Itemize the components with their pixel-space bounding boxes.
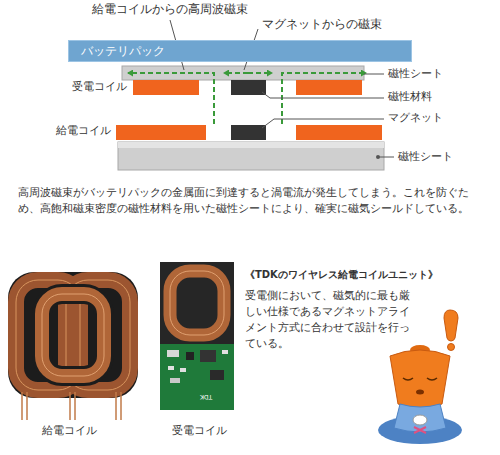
magnet [231, 125, 266, 140]
part-label: 磁性材料 [388, 90, 432, 104]
coil-wire [170, 271, 224, 335]
leader-line [364, 74, 384, 75]
bandage [414, 427, 426, 433]
part-label: 給電コイル [56, 124, 111, 138]
leader-line [378, 157, 394, 158]
component [170, 378, 180, 383]
flux-line [128, 73, 214, 124]
component [222, 350, 228, 354]
description-text: 受電側において、磁気的に最も厳しい仕様であるマグネットアライメント方式に合わせて… [245, 287, 415, 351]
mouth [416, 390, 424, 395]
magnetic-sheet [118, 142, 384, 170]
feeding-coil-right [296, 125, 382, 140]
component [180, 368, 186, 372]
battery-pack-bar: バッテリパック [68, 40, 412, 62]
flux-label: 給電コイルからの高周波磁束 [92, 2, 248, 18]
coil-leads [22, 392, 121, 420]
circuit-board [160, 344, 234, 410]
component [186, 352, 194, 360]
legs [378, 416, 462, 444]
coil-gap [42, 294, 104, 376]
photo-caption: 受電コイル [172, 424, 227, 438]
part-label: 磁性シート [398, 150, 453, 164]
photo-caption: 給電コイル [42, 424, 97, 438]
leader-line [262, 92, 384, 98]
coil-winding [42, 294, 104, 376]
receiving-coil-right [296, 80, 362, 95]
exclamation-mark [444, 310, 458, 341]
coil-winding [170, 271, 224, 335]
part-label: 磁性シート [388, 67, 443, 81]
eye [403, 378, 413, 380]
section-heading: 《TDKのワイヤレス給電コイルユニット》 [245, 268, 438, 281]
feeding-coil-photo [8, 272, 138, 420]
coil-base [8, 272, 138, 398]
board-marking: TDK [200, 393, 212, 401]
flux-label: マグネットからの磁束 [262, 17, 382, 33]
hands [413, 415, 427, 425]
leader-dot [376, 155, 380, 159]
component [210, 370, 224, 380]
component [168, 366, 174, 370]
leader-line [262, 119, 384, 128]
lead [74, 392, 76, 420]
node-text: バッテリパック [81, 43, 165, 60]
coil-wire [42, 294, 104, 376]
lead [120, 392, 122, 420]
magnetic-material [231, 80, 266, 95]
part-label: マグネット [388, 111, 443, 125]
eye [427, 378, 437, 380]
lead [69, 392, 71, 420]
part-label: 受電コイル [72, 80, 127, 94]
caption-text: 高周波磁束がバッテリパックの金属面に到達すると渦電流が発生してしまう。これを防ぐ… [18, 184, 486, 216]
flux-line [224, 72, 248, 74]
robe [394, 404, 446, 432]
exclamation-dot [448, 344, 455, 351]
component [167, 350, 179, 357]
receiving-coil-left [133, 80, 199, 95]
head [390, 350, 450, 408]
feeding-coil-left [116, 125, 206, 140]
receiving-coil-photo [160, 262, 234, 410]
lead [21, 392, 23, 420]
flux-line [248, 72, 272, 74]
lead [115, 392, 117, 420]
lead [26, 392, 28, 420]
sheet-highlight [118, 142, 384, 148]
component [200, 350, 216, 362]
coil-base [160, 262, 234, 344]
